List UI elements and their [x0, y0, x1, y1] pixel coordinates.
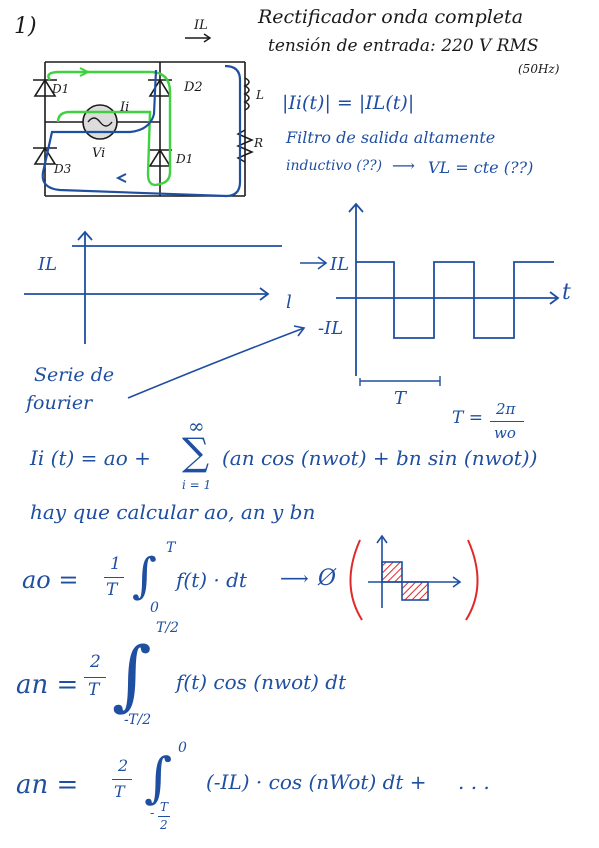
graph-right-il-label: IL: [330, 254, 350, 275]
label-inductor: L: [256, 88, 264, 102]
an2-lhs: an =: [16, 770, 79, 800]
period-def-den: wo: [494, 424, 516, 442]
sum-top: ∞: [188, 414, 205, 438]
period-label: T: [394, 388, 407, 409]
an1-integrand: f(t) cos (nwot) dt: [176, 670, 347, 694]
an2-ellipsis: . . .: [458, 770, 490, 794]
filter-result-note: VL = cte (??): [428, 158, 534, 177]
diode-d1-left: [33, 78, 57, 97]
current-path-blue: [41, 64, 242, 198]
label-load-current: IL: [194, 18, 208, 33]
series-lhs: Ii (t) = ao +: [30, 446, 151, 470]
filter-note-line2: inductivo (??): [286, 158, 383, 174]
graph-left-ylabel: IL: [38, 254, 58, 275]
graph-left: [24, 230, 282, 344]
an1-frac-den: T: [88, 680, 100, 700]
fourier-label-line2: fourier: [26, 392, 93, 414]
a0-frac-num: 1: [110, 554, 121, 574]
a0-int-top: T: [166, 540, 176, 556]
a0-int-bottom: 0: [150, 600, 159, 616]
arrow-icon: ⟶: [280, 566, 309, 590]
an2-frac-num: 2: [118, 756, 129, 775]
graph-left-xlabel: l: [286, 292, 292, 313]
problem-number: 1): [14, 14, 37, 39]
label-d1-left: D1: [52, 82, 70, 96]
period-def-label: T =: [452, 408, 483, 428]
need-calc-note: hay que calcular ao, an y bn: [30, 500, 316, 524]
frequency-note: (50Hz): [518, 62, 560, 76]
integral-icon: ∫: [112, 630, 152, 719]
an2-int-bottom-den: 2: [160, 818, 168, 832]
an1-int-top: T/2: [156, 620, 179, 636]
fourier-label-line1: Serie de: [34, 364, 115, 386]
an2-int-bottom-sign: -: [150, 806, 155, 821]
a0-lhs: ao =: [22, 566, 79, 594]
an2-int-top: 0: [178, 740, 187, 756]
current-path-green: [47, 70, 172, 187]
diode-d1-right: [148, 148, 172, 167]
label-source-voltage: Vi: [92, 146, 106, 161]
graph-right-t-label: t: [562, 280, 571, 305]
an2-integrand: (-IL) · cos (nWot) dt +: [206, 770, 427, 794]
period-def-num: 2π: [496, 400, 516, 418]
an2-frac-den: T: [114, 782, 125, 801]
label-d1-right: D1: [176, 152, 194, 166]
resistor-icon: [236, 129, 254, 163]
an2-int-bottom-num: T: [160, 800, 169, 814]
page-title: Rectificador onda completa: [258, 6, 524, 28]
label-resistor: R: [254, 136, 264, 150]
an1-int-bottom: -T/2: [124, 712, 152, 728]
input-voltage-note: tensión de entrada: 220 V RMS: [268, 36, 539, 56]
integral-icon: ∫: [132, 548, 158, 604]
an1-lhs: an =: [16, 670, 79, 700]
abs-relation-note: |Ii(t)| = |IL(t)|: [282, 92, 415, 114]
an1-frac-num: 2: [90, 652, 101, 672]
integral-icon: ∫: [144, 746, 173, 809]
graph-right-axes: [336, 202, 560, 376]
filter-note-line1: Filtro de salida altamente: [286, 128, 496, 147]
label-d3: D3: [54, 162, 72, 176]
graph-right-low-label: -IL: [318, 318, 344, 339]
a0-integrand: f(t) · dt: [176, 568, 247, 592]
a0-frac-den: T: [106, 580, 118, 600]
label-source-current: Ii: [120, 100, 130, 115]
a0-result: Ø: [318, 566, 337, 591]
inductor-icon: [243, 77, 250, 111]
square-wave: [356, 261, 554, 339]
sigma-icon: ∑: [182, 430, 210, 474]
arrow-icon: ⟶: [392, 156, 415, 175]
sum-bottom: i = 1: [182, 478, 212, 492]
series-rhs: (an cos (nwot) + bn sin (nwot)): [222, 446, 538, 470]
label-d2: D2: [184, 80, 203, 95]
